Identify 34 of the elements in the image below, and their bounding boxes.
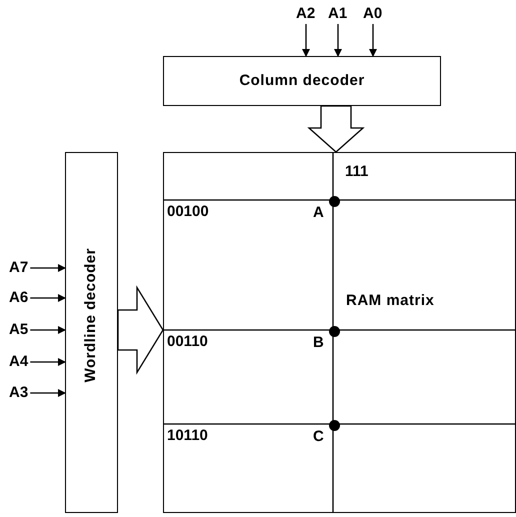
decoder-label: Column decoder: [238, 73, 366, 89]
arrow: [302, 24, 310, 57]
address-label: A4: [9, 354, 28, 370]
address-label: A7: [9, 260, 28, 276]
arrow: [369, 24, 377, 57]
point-label: A: [313, 205, 324, 221]
point-label: C: [313, 429, 324, 445]
arrow: [30, 326, 66, 334]
block-arrow: [307, 105, 365, 153]
memory-matrix: [163, 152, 516, 513]
column-address: 111: [345, 164, 368, 180]
matrix-label: RAM matrix: [346, 293, 434, 309]
point-label: B: [313, 335, 324, 351]
arrow: [30, 264, 66, 272]
decoder-label: Wordline decoder: [83, 248, 99, 382]
decoder-box: [163, 56, 441, 106]
junction-dot: [328, 420, 340, 430]
junction-dot: [328, 196, 340, 206]
row-address: 10110: [167, 428, 208, 444]
address-label: A3: [9, 385, 28, 401]
arrow: [30, 358, 66, 366]
row-address: 00110: [167, 334, 208, 350]
junction-dot: [328, 326, 340, 336]
address-label: A2: [296, 6, 316, 22]
block-arrow: [117, 285, 164, 375]
address-label: A5: [9, 322, 28, 338]
arrow: [30, 389, 66, 397]
address-label: A1: [328, 6, 348, 22]
address-label: A6: [9, 290, 28, 306]
arrow: [30, 294, 66, 302]
decoder-box: [65, 152, 118, 513]
address-label: A0: [363, 6, 382, 22]
arrow: [334, 24, 342, 57]
row-address: 00100: [167, 204, 209, 220]
